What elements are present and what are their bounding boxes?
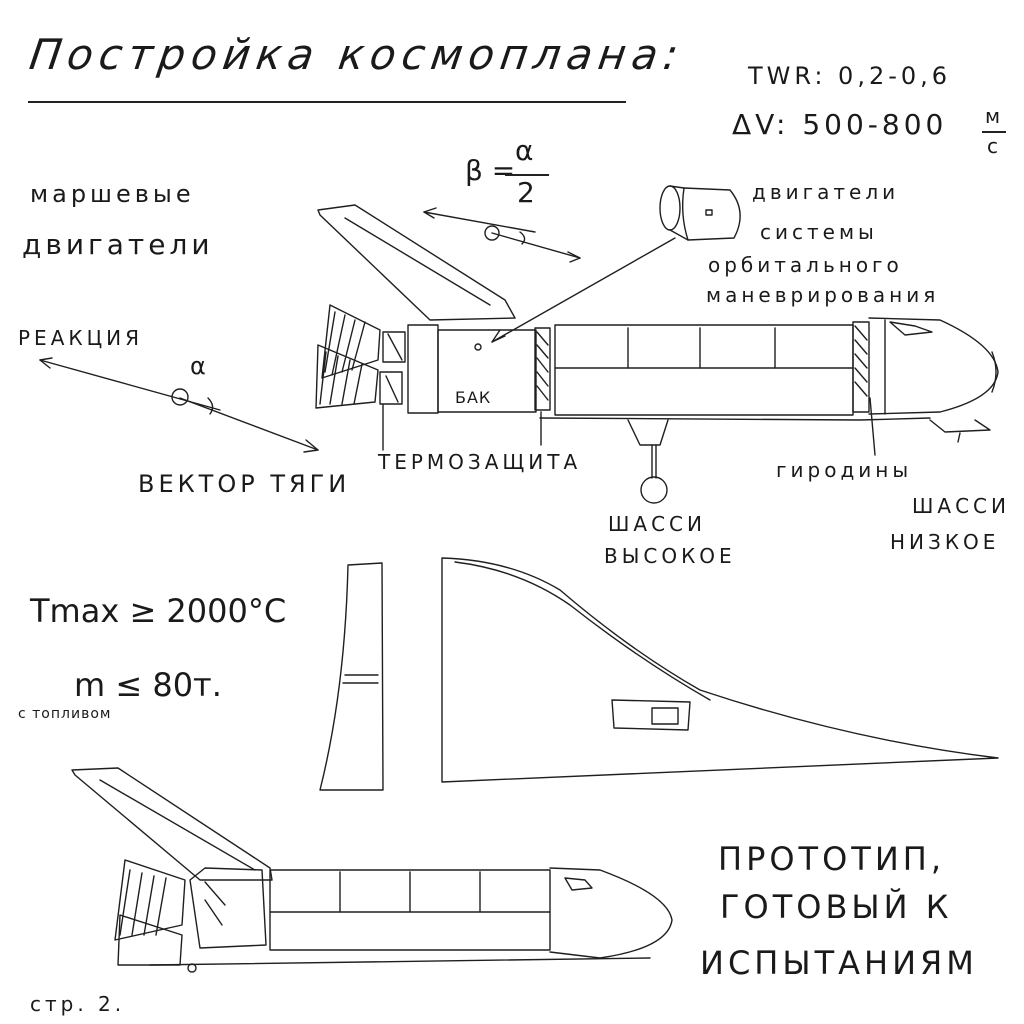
oms-label-line4: маневрирования — [706, 283, 940, 307]
thrust-angle-label: α — [190, 352, 206, 380]
delta-v-unit-numerator: м — [985, 104, 1001, 128]
thrust-vector-diagram — [39, 357, 319, 453]
beta-formula-denominator: 2 — [517, 176, 535, 209]
delta-v-unit-denominator: с — [987, 134, 998, 158]
oms-engine-sketch — [474, 185, 741, 351]
prototype-tail-fin — [71, 767, 273, 881]
oms-label-line3: орбитального — [708, 253, 903, 277]
prototype-label-line1: ПРОТОТИП, — [718, 840, 945, 878]
cargo-bay — [554, 324, 854, 416]
beta-formula-numerator: α — [515, 134, 534, 167]
page-title: Постройка космоплана: — [26, 30, 688, 79]
spaceplane-side-view — [315, 204, 999, 504]
beta-angle-diagram — [423, 207, 581, 263]
low-gear-label-line2: НИЗКОЕ — [890, 530, 1000, 554]
prototype-side-view — [71, 767, 673, 973]
wing-hatch — [611, 699, 691, 731]
wing-plan-view — [441, 557, 999, 783]
main-landing-gear — [627, 419, 669, 504]
low-gear-label-line1: ШАССИ — [912, 494, 1010, 518]
max-temperature-note: Tmax ≥ 2000°C — [30, 592, 287, 630]
gyrodynes-label: гиродины — [776, 458, 913, 482]
high-gear-label-line1: ШАССИ — [608, 512, 706, 536]
thrust-vector-label: ВЕКТОР ТЯГИ — [138, 470, 351, 498]
beta-formula: β = α 2 — [465, 134, 585, 210]
beta-formula-lhs: β = — [465, 154, 516, 187]
mass-note-fuel: с топливом — [18, 706, 112, 722]
tail-fin — [317, 204, 516, 321]
reaction-label: РЕАКЦИЯ — [18, 326, 143, 350]
heat-shield-label: ТЕРМОЗАЩИТА — [378, 450, 582, 474]
cockpit-window — [889, 321, 933, 336]
tank-label: БАК — [455, 388, 492, 407]
twr-spec: TWR: 0,2-0,6 — [748, 62, 952, 90]
mass-note: m ≤ 80т. — [74, 666, 222, 704]
high-gear-label-line2: ВЫСОКОЕ — [604, 544, 736, 568]
prototype-nose — [549, 867, 673, 959]
nose-landing-gear — [929, 419, 991, 443]
prototype-cargo-bay — [269, 869, 551, 951]
tank-compartment — [437, 329, 537, 413]
title-underline — [28, 101, 626, 103]
prototype-label-line3: ИСПЫТАНИЯМ — [700, 944, 978, 982]
nose-cone — [868, 317, 999, 415]
delta-v-spec: ΔV: 500-800 — [732, 108, 948, 141]
page-number: стр. 2. — [30, 992, 126, 1016]
oms-label-line1: двигатели — [752, 180, 900, 204]
main-engines-label-line1: маршевые — [30, 180, 195, 208]
gyrodyne-bulkhead — [852, 321, 870, 413]
main-engine-nozzles — [315, 304, 406, 409]
main-engines-label-line2: двигатели — [22, 228, 214, 261]
heat-shield-bulkhead — [534, 327, 551, 411]
prototype-label-line2: ГОТОВЫЙ К — [720, 888, 953, 926]
beta-formula-bar — [505, 174, 549, 176]
fin-top-view — [319, 562, 384, 791]
oms-label-line2: системы — [760, 220, 878, 244]
delta-v-unit-bar — [982, 131, 1006, 133]
